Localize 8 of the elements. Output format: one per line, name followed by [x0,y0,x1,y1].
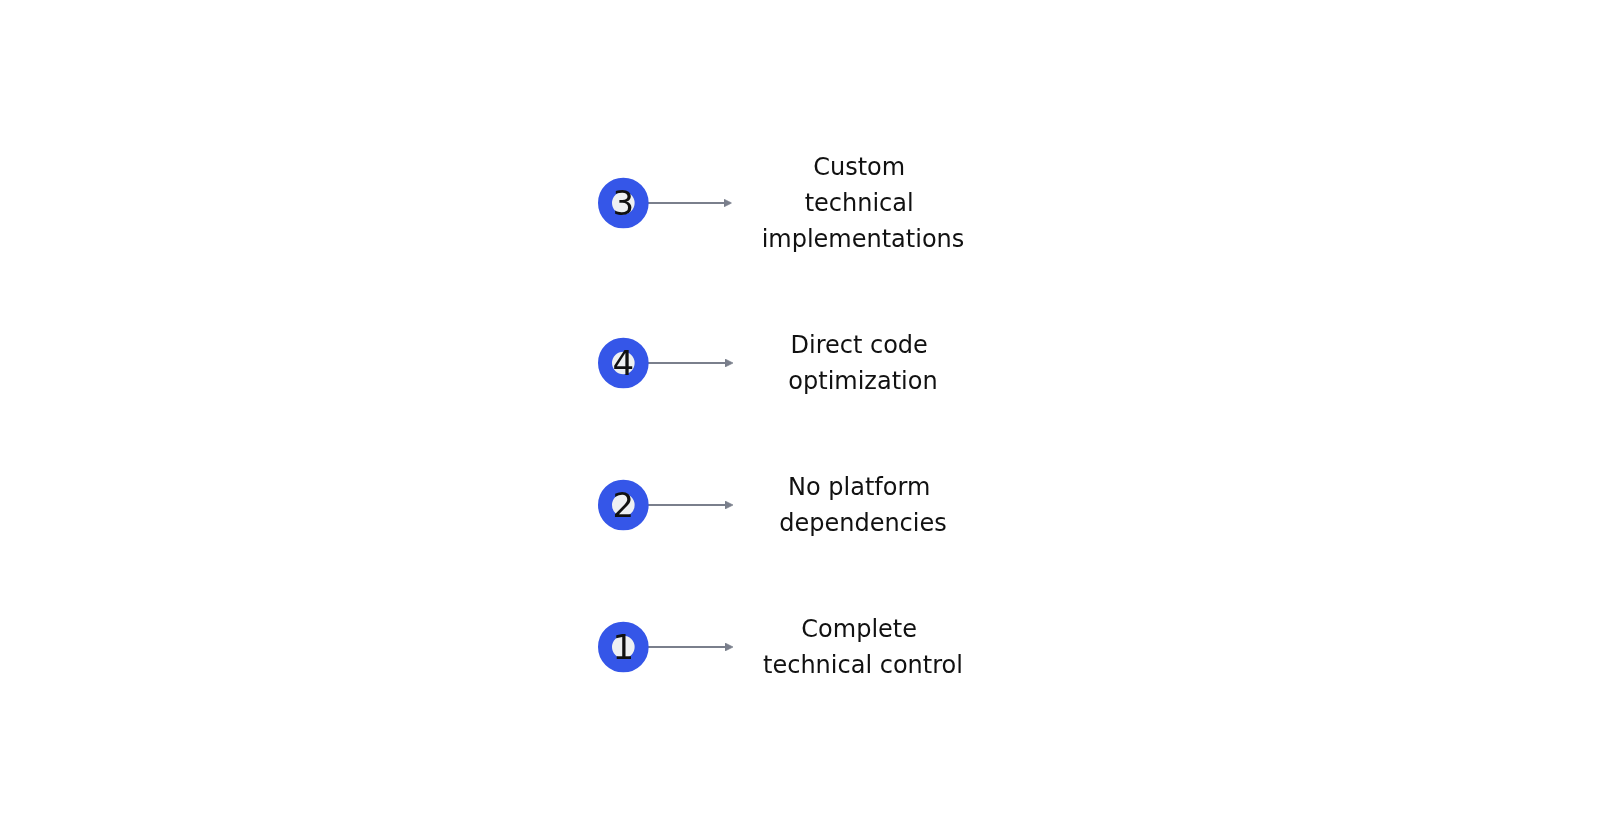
node-circle: 1 [598,621,649,672]
node-text: Complete technical control [763,614,964,679]
node-text: No platform dependencies [779,472,948,537]
node-text: Direct code optimization [788,330,938,395]
node-circle: 4 [598,337,649,388]
node-circle: 2 [598,479,649,530]
node-text: Custom technical implementations [761,152,965,253]
node-circle: 3 [598,177,649,228]
